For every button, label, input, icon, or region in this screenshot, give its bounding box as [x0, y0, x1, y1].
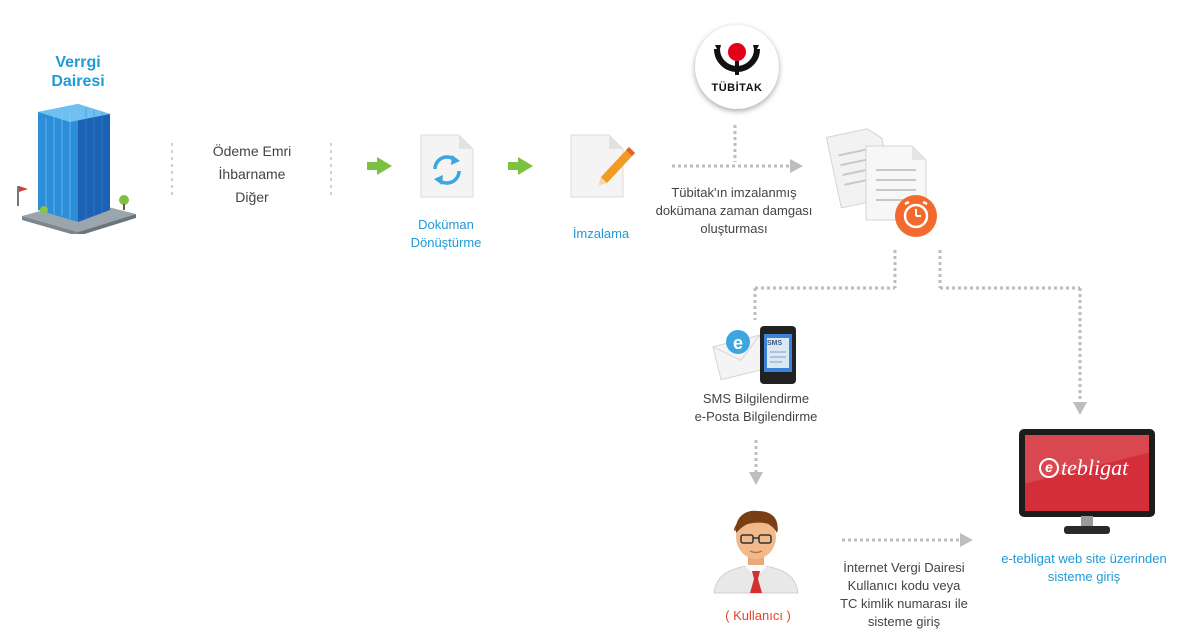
building-icon: [17, 104, 136, 234]
doc-type-diger: Diğer: [235, 189, 269, 205]
timestamp-line3: oluşturması: [700, 221, 768, 236]
donusturme-label: Doküman Dönüştürme: [398, 216, 494, 252]
donusturme-line1: Doküman: [418, 217, 474, 232]
timestamp-line2: dokümana zaman damgası: [655, 203, 813, 218]
arrow-to-etebligat-login: [960, 533, 973, 547]
green-arrow-1: [367, 157, 392, 175]
arrow-to-user: [749, 472, 763, 485]
svg-text:e: e: [733, 333, 743, 353]
timestamped-documents-icon: [826, 128, 937, 237]
etebligat-monitor: e tebligat: [1019, 429, 1155, 517]
donusturme-line2: Dönüştürme: [410, 235, 482, 250]
notification-caption: SMS Bilgilendirme e-Posta Bilgilendirme: [676, 390, 836, 426]
vergi-dairesi-line1: Verrgi: [55, 54, 101, 71]
etebligat-line1: e-tebligat web site üzerinden: [1001, 551, 1167, 566]
vergi-dairesi-line2: Dairesi: [51, 73, 105, 90]
login-line4: sisteme giriş: [867, 614, 941, 629]
tubitak-connector: [672, 125, 790, 168]
etebligat-connector: [938, 250, 1082, 402]
etebligat-logo-e: e: [1039, 458, 1059, 478]
notification-line1: SMS Bilgilendirme: [702, 391, 810, 406]
login-line3: TC kimlik numarası ile: [840, 596, 968, 611]
user-label: ( Kullanıcı ): [725, 608, 791, 623]
login-line1: İnternet Vergi Dairesi: [843, 560, 965, 575]
etebligat-caption: e-tebligat web site üzerinden sisteme gi…: [992, 550, 1176, 586]
tubitak-logo: TÜBİTAK: [695, 25, 779, 109]
notification-line2: e-Posta Bilgilendirme: [694, 409, 818, 424]
timestamp-caption: Tübitak'ın imzalanmış dokümana zaman dam…: [648, 184, 820, 238]
document-convert-icon: [420, 134, 474, 198]
user-avatar-icon: [713, 510, 799, 594]
etebligat-line2: sisteme giriş: [1047, 569, 1121, 584]
document-types: Ödeme Emri İhbarname Diğer: [190, 140, 314, 209]
signing-icon: [570, 134, 635, 198]
tubitak-logo-text: TÜBİTAK: [711, 82, 763, 94]
etebligat-logo-text: tebligat: [1061, 455, 1129, 480]
imzalama-label: İmzalama: [572, 226, 630, 241]
green-arrow-2: [508, 157, 533, 175]
sms-badge: SMS: [767, 340, 783, 347]
arrow-to-timestamp: [790, 159, 803, 173]
notify-connector: [753, 250, 897, 320]
monitor-stand-icon: [1064, 516, 1110, 534]
tubitak-emblem-icon: [714, 43, 760, 75]
arrow-to-etebligat: [1073, 402, 1087, 415]
etebligat-screen: e tebligat: [1025, 435, 1149, 511]
doc-type-ihbarname: İhbarname: [218, 166, 286, 182]
doc-type-odeme-emri: Ödeme Emri: [212, 143, 292, 159]
vergi-dairesi-title: Verrgi Dairesi: [38, 53, 118, 91]
login-caption: İnternet Vergi Dairesi Kullanıcı kodu ve…: [830, 559, 978, 631]
timestamp-line1: Tübitak'ın imzalanmış: [671, 185, 797, 200]
login-line2: Kullanıcı kodu veya: [847, 578, 961, 593]
email-sms-icon: e: [712, 326, 796, 384]
